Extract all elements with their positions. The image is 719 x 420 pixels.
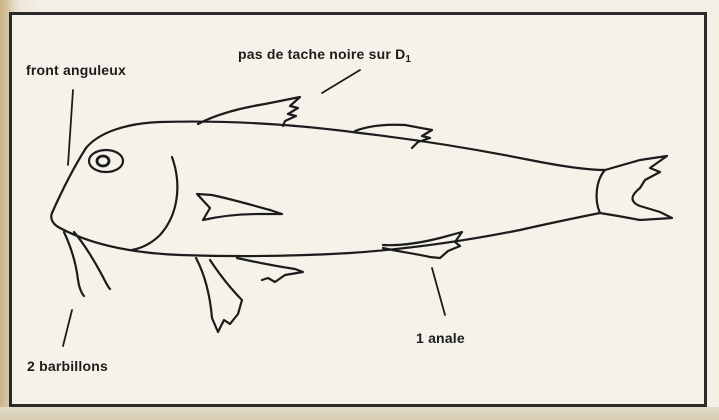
pectoral-fin [197, 194, 282, 220]
label-anale: 1 anale [416, 330, 465, 346]
leader-anale [432, 268, 445, 315]
fish-belly-outline [60, 213, 600, 256]
ventral-fin-rear [237, 258, 303, 282]
leader-barbillons [63, 310, 72, 346]
label-front-anguleux: front anguleux [26, 62, 126, 78]
tail-fin [600, 156, 672, 220]
fish-eye-outer [89, 150, 123, 172]
tail-inner-stroke [597, 170, 605, 213]
fish-back-outline [52, 122, 605, 213]
label-barbillons: 2 barbillons [27, 358, 108, 374]
label-dorsal-subscript: 1 [405, 54, 411, 65]
fish-mouth [51, 213, 60, 228]
gill-cover-line [132, 157, 177, 250]
pelvic-fin [196, 258, 242, 332]
fish-eye-inner [97, 156, 109, 166]
label-dorsal-note: pas de tache noire sur D1 [238, 46, 411, 65]
leader-front [68, 90, 73, 165]
leader-dorsal [322, 70, 360, 93]
label-dorsal-text: pas de tache noire sur D [238, 46, 405, 62]
